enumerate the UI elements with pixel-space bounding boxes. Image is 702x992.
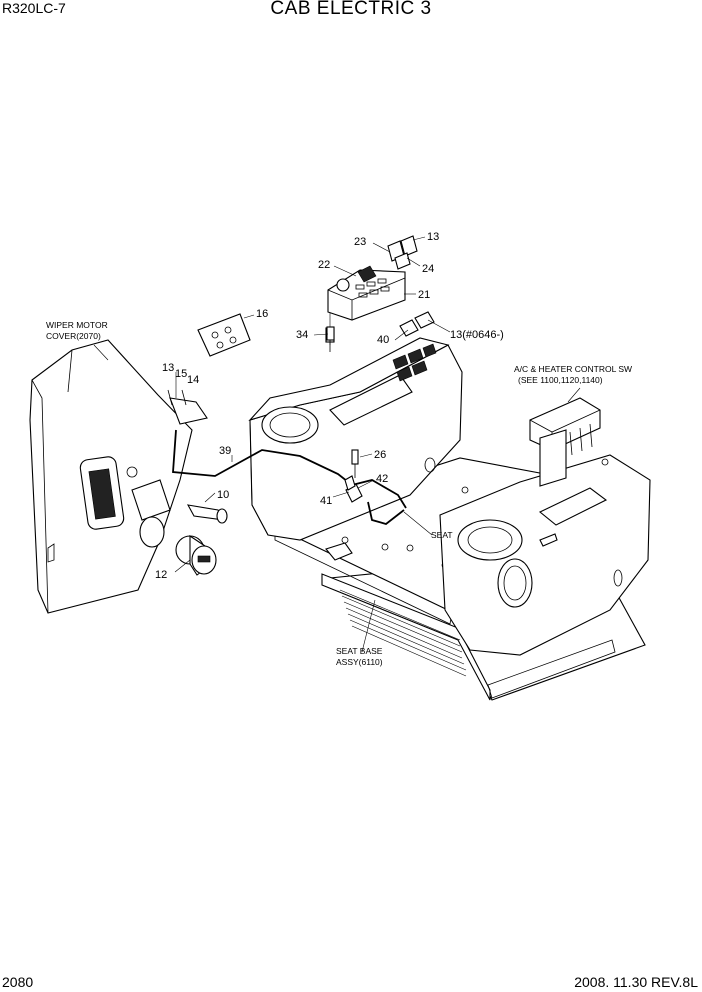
left-console bbox=[248, 337, 463, 541]
callout-labels: 13 23 24 22 21 16 34 40 13(#0646-) 13 15… bbox=[155, 231, 504, 581]
note-ac-line1: A/C & HEATER CONTROL SW bbox=[514, 364, 632, 374]
callout-13-left: 13 bbox=[162, 362, 174, 374]
callout-26: 26 bbox=[374, 449, 386, 461]
note-seat: SEAT bbox=[431, 530, 453, 540]
date-revision: 2008. 11.30 REV.8L bbox=[574, 974, 698, 990]
right-console bbox=[439, 454, 651, 656]
hour-meter-12 bbox=[175, 534, 217, 576]
note-ac-line2: (SEE 1100,1120,1140) bbox=[518, 375, 603, 385]
callout-22: 22 bbox=[318, 259, 330, 271]
callout-23: 23 bbox=[354, 236, 366, 248]
switch-cover-16 bbox=[197, 313, 251, 357]
note-wiper-line1: WIPER MOTOR bbox=[46, 320, 108, 330]
callout-16: 16 bbox=[256, 308, 268, 320]
leader-lines bbox=[93, 236, 581, 653]
reference-notes: WIPER MOTOR COVER(2070) A/C & HEATER CON… bbox=[46, 320, 632, 667]
callout-13-top: 13 bbox=[427, 231, 439, 243]
bolt-26 bbox=[351, 449, 359, 478]
cigar-socket-10 bbox=[186, 504, 228, 524]
ac-heater-control-switch bbox=[529, 397, 601, 487]
note-seat-base-line1: SEAT BASE bbox=[336, 646, 383, 656]
callout-42: 42 bbox=[376, 473, 388, 485]
switch-panel-21 bbox=[325, 235, 418, 345]
model-code: R320LC-7 bbox=[2, 0, 66, 16]
wiring-harness-39 bbox=[172, 429, 407, 525]
callout-34: 34 bbox=[296, 329, 308, 341]
callout-41: 41 bbox=[320, 495, 332, 507]
note-wiper-line2: COVER(2070) bbox=[46, 331, 101, 341]
callout-40: 40 bbox=[377, 334, 389, 346]
callout-15: 15 bbox=[175, 368, 187, 380]
switch-13-15-14 bbox=[167, 389, 208, 425]
callout-21: 21 bbox=[418, 289, 430, 301]
callout-13-serial: 13(#0646-) bbox=[450, 329, 504, 341]
page-number: 2080 bbox=[2, 974, 34, 990]
callout-39: 39 bbox=[219, 445, 231, 457]
bolt-34 bbox=[326, 326, 335, 352]
switch-cover-13 bbox=[399, 311, 435, 337]
note-seat-base-line2: ASSY(6110) bbox=[336, 657, 383, 667]
callout-12: 12 bbox=[155, 569, 167, 581]
wiper-motor-cover bbox=[29, 339, 193, 614]
clip-42-41 bbox=[344, 475, 363, 503]
callout-10: 10 bbox=[217, 489, 229, 501]
callout-24: 24 bbox=[422, 263, 434, 275]
callout-14: 14 bbox=[187, 374, 199, 386]
page-title: CAB ELECTRIC 3 bbox=[270, 0, 432, 19]
